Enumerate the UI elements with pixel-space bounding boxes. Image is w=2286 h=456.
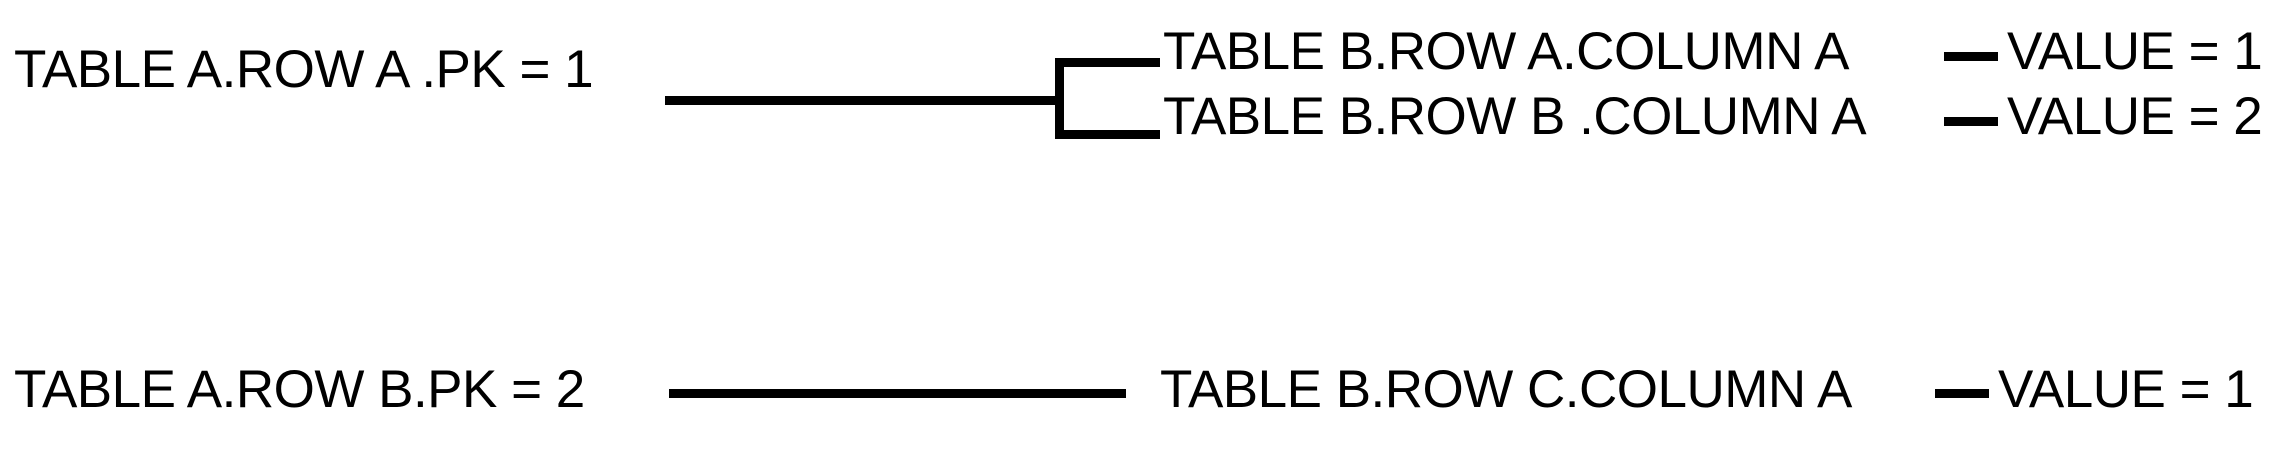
value-node-label-1-2: VALUE = 2 (2007, 87, 2263, 146)
bracket-arm-bottom (1055, 130, 1160, 139)
parent-node-label-2: TABLE A.ROW B.PK = 2 (14, 360, 585, 419)
value-node-label-2-1: VALUE = 1 (1998, 360, 2254, 419)
connector-value-1-2 (1944, 117, 1998, 126)
child-node-label-2-1: TABLE B.ROW C.COLUMN A (1160, 360, 1852, 419)
bracket-arm-top (1055, 58, 1160, 67)
fanout-bracket-1 (1055, 58, 1160, 139)
connector-stem-1 (665, 96, 1057, 105)
connector-value-2-1 (1935, 389, 1989, 398)
connector-value-1-1 (1944, 52, 1998, 61)
value-node-label-1-1: VALUE = 1 (2007, 22, 2263, 81)
child-node-label-1-1: TABLE B.ROW A.COLUMN A (1163, 22, 1850, 81)
connector-stem-2 (669, 389, 1126, 398)
child-node-label-1-2: TABLE B.ROW B .COLUMN A (1163, 87, 1867, 146)
bracket-spine (1055, 58, 1064, 139)
parent-node-label-1: TABLE A.ROW A .PK = 1 (14, 40, 594, 99)
